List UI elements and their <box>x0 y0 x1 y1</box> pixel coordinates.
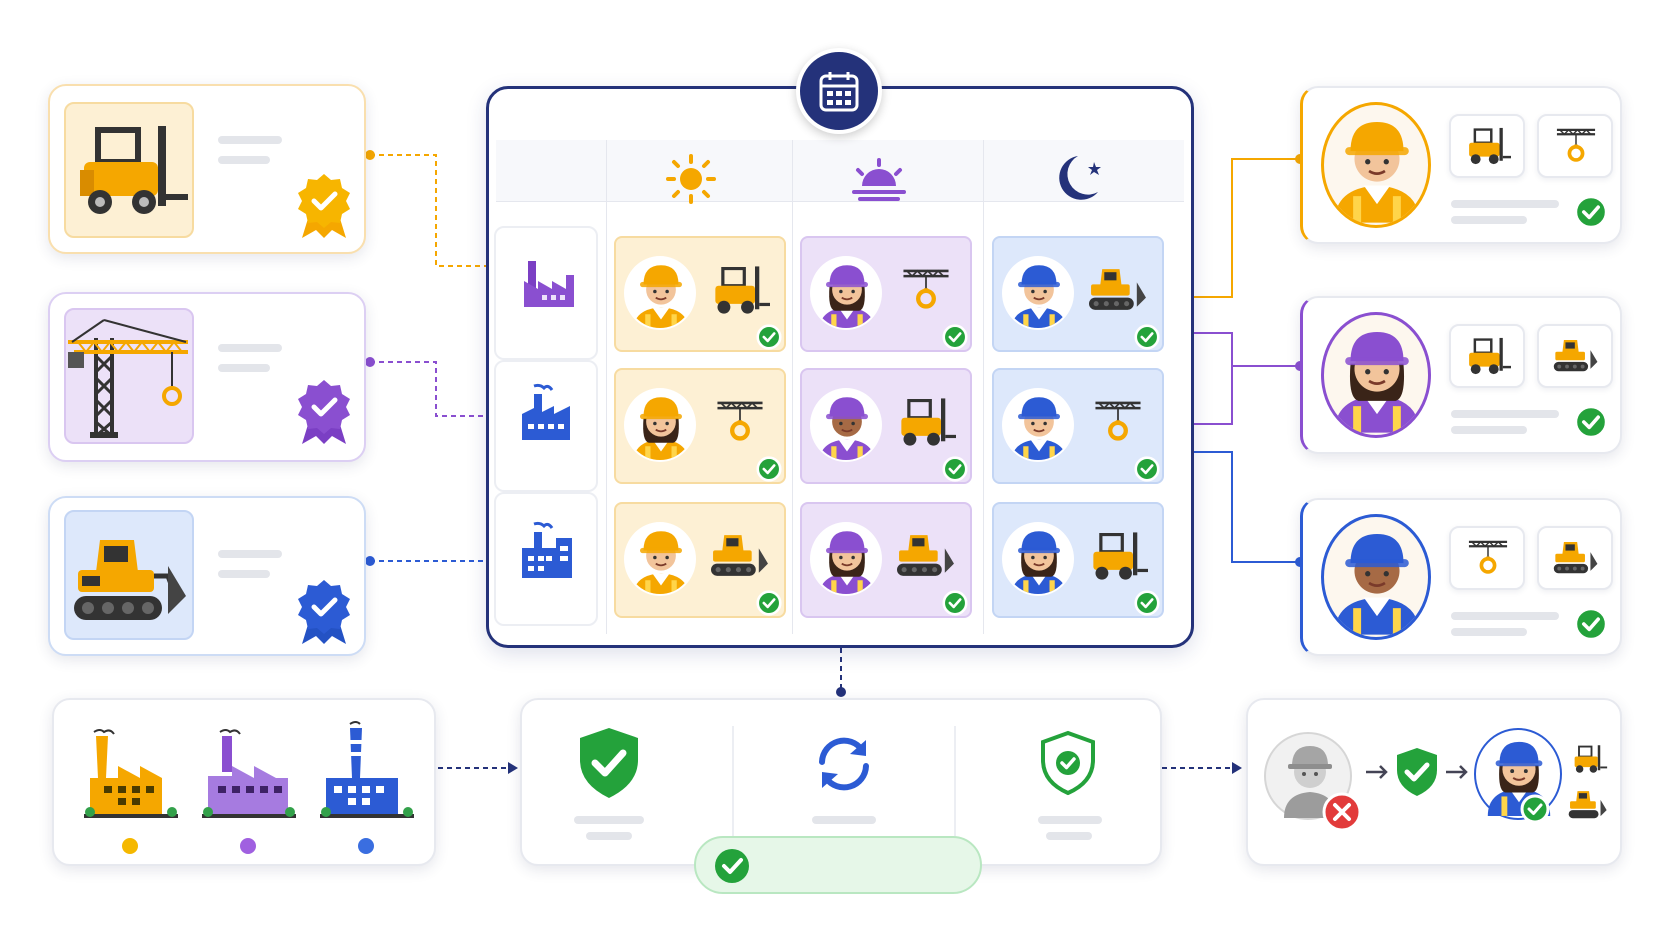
check-icon <box>942 590 968 621</box>
worker-avatar <box>624 522 696 596</box>
crane-certification-card <box>48 292 366 462</box>
worker-card-2[interactable] <box>1300 296 1622 454</box>
check-icon <box>1520 794 1550 824</box>
forklift-certification-card <box>48 84 366 254</box>
calendar-icon <box>819 72 859 112</box>
worker-avatar <box>810 522 882 596</box>
check-icon <box>1134 456 1160 487</box>
sunset-icon <box>852 158 906 201</box>
crane-icon <box>68 319 188 438</box>
worker-avatar <box>624 256 696 330</box>
substitution-card <box>1246 698 1622 866</box>
shield-check-icon <box>580 728 638 798</box>
forklift-icon <box>1088 530 1150 587</box>
crane-icon <box>896 264 956 321</box>
assignment-cell-r2-c3[interactable] <box>992 368 1164 484</box>
bulldozer-certification-card <box>48 496 366 656</box>
moon-icon <box>1059 156 1101 200</box>
skill-forklift <box>1449 324 1525 388</box>
crane-icon <box>710 396 770 453</box>
orange-dot <box>122 838 138 854</box>
worker-avatar <box>1002 256 1074 330</box>
worker-avatar <box>624 388 696 462</box>
calendar-button[interactable] <box>796 48 882 134</box>
purple-badge-icon <box>298 380 350 444</box>
forklift-connector <box>370 154 494 267</box>
bulldozer-icon <box>896 530 956 587</box>
worker-avatar <box>1002 522 1074 596</box>
blue-plant-icon <box>320 721 414 818</box>
blue-factory-tower-icon <box>522 521 572 578</box>
check-icon <box>756 456 782 487</box>
worker-avatar <box>1002 388 1074 462</box>
check-icon <box>715 849 749 883</box>
skill-crane <box>1449 526 1525 590</box>
check-icon <box>756 324 782 355</box>
blue-factory-icon <box>522 383 570 440</box>
purple-dot <box>240 838 256 854</box>
assignment-cell-r1-c1[interactable] <box>614 236 786 352</box>
blue-dot <box>358 838 374 854</box>
assignment-cell-r3-c2[interactable] <box>800 502 972 618</box>
skill-forklift <box>1449 114 1525 178</box>
check-icon <box>1573 194 1609 235</box>
worker-avatar <box>810 256 882 330</box>
bulldozer-icon <box>1088 264 1148 321</box>
arrow-right-icon <box>1446 765 1468 779</box>
worker-portrait <box>1321 514 1431 640</box>
validation-success-bar <box>694 836 982 894</box>
plants-card <box>52 698 436 866</box>
worker-card-3[interactable] <box>1300 498 1622 656</box>
blue-badge-icon <box>298 580 350 644</box>
worker-card-1[interactable] <box>1300 86 1622 244</box>
check-icon <box>942 324 968 355</box>
forklift-icon <box>710 264 772 321</box>
bulldozer-icon <box>74 540 186 620</box>
check-icon <box>1573 606 1609 647</box>
forklift-icon <box>896 396 958 453</box>
shield-check-icon <box>1397 748 1437 796</box>
skill-crane <box>1537 114 1613 178</box>
skill-bulldozer <box>1537 324 1613 388</box>
worker-portrait <box>1321 312 1431 438</box>
check-icon <box>1134 590 1160 621</box>
assignment-cell-r2-c2[interactable] <box>800 368 972 484</box>
forklift-icon <box>80 126 188 214</box>
check-icon <box>942 456 968 487</box>
worker1-connector <box>1170 158 1300 298</box>
sync-icon <box>819 737 869 791</box>
crane-connector <box>370 361 494 417</box>
skill-bulldozer <box>1537 526 1613 590</box>
assignment-cell-r3-c3[interactable] <box>992 502 1164 618</box>
assignment-cell-r3-c1[interactable] <box>614 502 786 618</box>
worker-portrait <box>1321 102 1431 228</box>
check-icon <box>1134 324 1160 355</box>
orange-badge-icon <box>298 174 350 238</box>
worker-avatar <box>810 388 882 462</box>
assignment-cell-r1-c2[interactable] <box>800 236 972 352</box>
error-icon <box>1322 792 1362 832</box>
sun-icon <box>666 154 716 204</box>
arrow-right-icon <box>1366 765 1388 779</box>
check-icon <box>1573 404 1609 445</box>
check-icon <box>756 590 782 621</box>
forklift-icon <box>1574 745 1608 773</box>
bulldozer-icon <box>710 530 770 587</box>
worker3-connector <box>1170 451 1300 563</box>
purple-plant-icon <box>202 729 296 818</box>
assignment-cell-r1-c3[interactable] <box>992 236 1164 352</box>
bulldozer-icon <box>1568 791 1607 819</box>
purple-factory-icon <box>524 261 574 307</box>
assignment-cell-r2-c1[interactable] <box>614 368 786 484</box>
crane-icon <box>1088 396 1148 453</box>
orange-plant-icon <box>84 729 178 818</box>
shield-outline-check-icon <box>1041 730 1095 796</box>
